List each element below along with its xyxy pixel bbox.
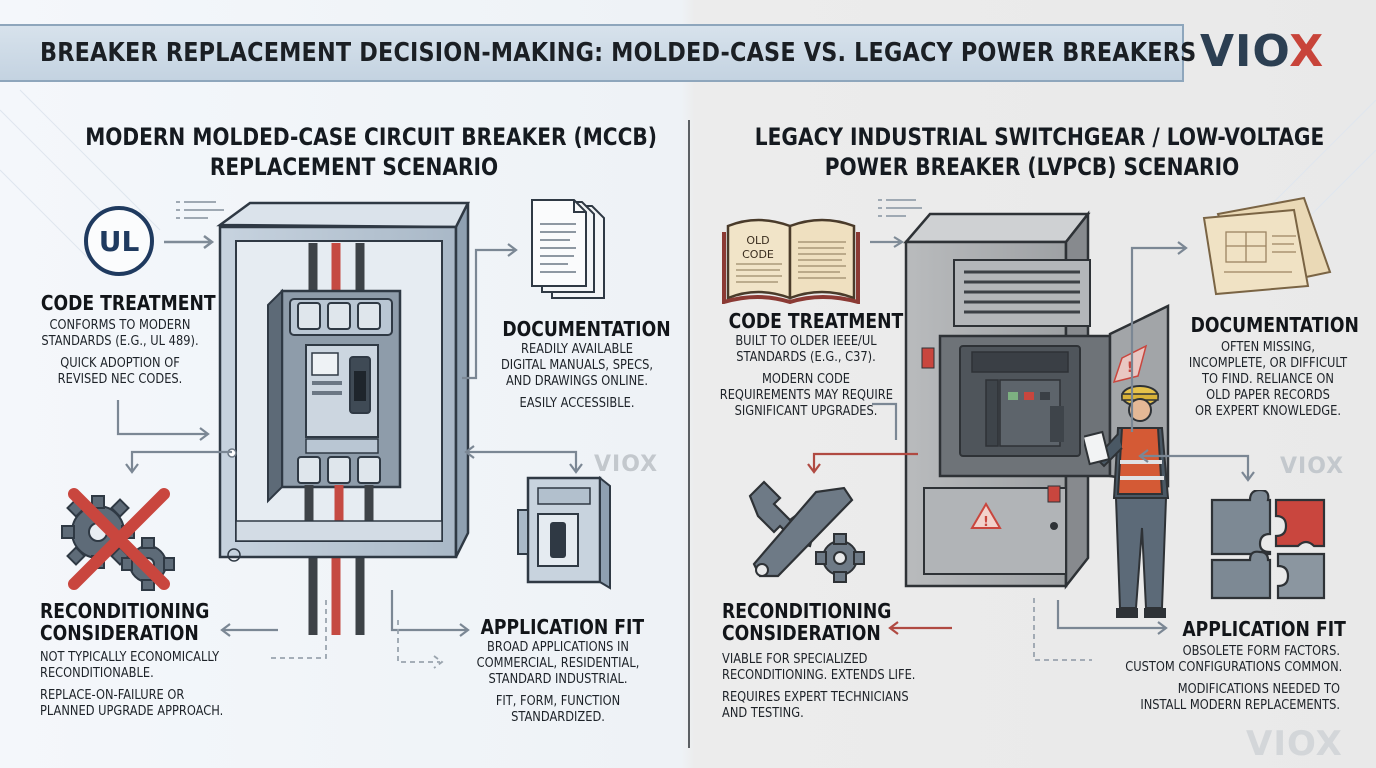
mini-breaker-icon — [517, 475, 611, 590]
left-code-line1: CONFORMS TO MODERN — [49, 318, 191, 333]
left-app-line5: STANDARDIZED. — [511, 710, 605, 725]
left-recon-text: NOT TYPICALLY ECONOMICALLY RECONDITIONAB… — [40, 650, 280, 720]
right-recon-heading-line2: CONSIDERATION — [722, 621, 881, 645]
right-docs-line5: OR EXPERT KNOWLEDGE. — [1194, 404, 1342, 419]
left-docs-line3: AND DRAWINGS ONLINE. — [505, 374, 649, 389]
right-section-title: LEGACY INDUSTRIAL SWITCHGEAR / LOW-VOLTA… — [754, 122, 1325, 182]
right-connector-arrows — [807, 241, 1255, 661]
left-app-line2: COMMERCIAL, RESIDENTIAL, — [476, 656, 640, 671]
left-app-text: BROAD APPLICATIONS IN COMMERCIAL, RESIDE… — [458, 640, 658, 726]
right-watermark: VIOX — [1280, 454, 1345, 479]
ul-mark-text: UL — [99, 225, 140, 258]
right-title-line2: POWER BREAKER (LVPCB) SCENARIO — [824, 153, 1240, 181]
wrench-gear-icon — [748, 480, 865, 583]
right-code-heading: CODE TREATMENT — [728, 309, 904, 333]
gears-crossed-icon — [61, 488, 175, 591]
document-stack-icon — [531, 199, 605, 299]
left-docs-line4: EASILY ACCESSIBLE. — [519, 396, 635, 411]
left-recon-heading-line1: RECONDITIONING — [40, 599, 210, 623]
left-app-line4: FIT, FORM, FUNCTION — [495, 694, 621, 709]
right-docs-text: OFTEN MISSING, INCOMPLETE, OR DIFFICULT … — [1162, 340, 1374, 420]
right-recon-line1: VIABLE FOR SPECIALIZED — [722, 652, 868, 667]
right-code-line1: BUILT TO OLDER IEEE/UL — [735, 334, 877, 349]
book-label-line1: OLD — [746, 234, 769, 247]
right-code-line3: MODERN CODE — [761, 372, 851, 387]
right-recon-line4: AND TESTING. — [722, 706, 804, 721]
left-connector-arrows — [116, 243, 583, 669]
book-label-line2: CODE — [742, 248, 774, 261]
right-docs-line3: TO FIND. RELIANCE ON — [1202, 372, 1334, 387]
doc-lines-icon — [176, 201, 224, 219]
left-docs-line1: READILY AVAILABLE — [521, 342, 633, 357]
left-title-line1: MODERN MOLDED-CASE CIRCUIT BREAKER (MCCB… — [85, 123, 657, 151]
left-code-text: CONFORMS TO MODERN STANDARDS (e.g., UL 4… — [20, 318, 220, 388]
left-recon-line1: NOT TYPICALLY ECONOMICALLY — [40, 650, 220, 665]
left-code-line2: STANDARDS (e.g., UL 489). — [41, 334, 199, 349]
page-title: BREAKER REPLACEMENT DECISION-MAKING: MOL… — [40, 38, 1197, 68]
left-code-line4: REVISED NEC CODES. — [57, 372, 183, 387]
left-watermark: VIOX — [594, 452, 659, 477]
logo-text: VIO — [1200, 26, 1290, 77]
right-code-line4: REQUIREMENTS MAY REQUIRE — [719, 388, 893, 403]
right-docs-line4: OLD PAPER RECORDS — [1206, 388, 1330, 403]
viox-logo: VIOX — [1200, 26, 1324, 77]
lower-warning-mark: ! — [983, 515, 989, 530]
book-arrow-icon — [870, 236, 905, 248]
puzzle-pieces-icon — [1210, 490, 1326, 600]
mccb-panel-illustration — [216, 201, 471, 635]
right-app-text: OBSOLETE FORM FACTORS. CUSTOM CONFIGURAT… — [1096, 644, 1343, 714]
ul-icon: UL — [84, 206, 154, 276]
technician-illustration — [1084, 385, 1170, 618]
left-app-line1: BROAD APPLICATIONS IN — [487, 640, 629, 655]
door-warning-mark: ! — [1127, 360, 1133, 376]
left-docs-line2: DIGITAL MANUALS, SPECS, — [500, 358, 653, 373]
left-recon-heading: RECONDITIONING CONSIDERATION — [40, 600, 240, 644]
left-docs-text: READILY AVAILABLE DIGITAL MANUALS, SPECS… — [482, 342, 672, 412]
right-recon-heading-line1: RECONDITIONING — [722, 599, 892, 623]
right-docs-line2: INCOMPLETE, OR DIFFICULT — [1188, 356, 1348, 371]
left-docs-heading: DOCUMENTATION — [502, 317, 671, 341]
old-code-book-icon: OLD CODE — [722, 218, 860, 304]
right-code-line2: STANDARDS (e.g., C37). — [736, 350, 876, 365]
corner-watermark: VIOX — [1246, 724, 1343, 764]
right-code-text: BUILT TO OLDER IEEE/UL STANDARDS (e.g., … — [708, 334, 904, 420]
right-app-line2: CUSTOM CONFIGURATIONS COMMON. — [1125, 660, 1343, 675]
left-recon-line4: PLANNED UPGRADE APPROACH. — [40, 704, 224, 719]
right-code-line5: SIGNIFICANT UPGRADES. — [734, 404, 878, 419]
right-app-line1: OBSOLETE FORM FACTORS. — [1182, 644, 1340, 659]
paper-records-icon — [1202, 196, 1332, 296]
left-recon-line3: REPLACE-ON-FAILURE OR — [40, 688, 185, 703]
right-app-line4: INSTALL MODERN REPLACEMENTS. — [1140, 698, 1340, 713]
right-recon-text: VIABLE FOR SPECIALIZED RECONDITIONING. E… — [722, 652, 982, 722]
switchgear-illustration: ! ! — [903, 210, 1170, 590]
left-recon-heading-line2: CONSIDERATION — [40, 621, 199, 645]
logo-x: X — [1289, 26, 1325, 77]
left-app-heading: APPLICATION FIT — [480, 615, 645, 639]
title-banner: BREAKER REPLACEMENT DECISION-MAKING: MOL… — [0, 24, 1196, 82]
center-divider — [688, 120, 690, 748]
right-recon-line2: RECONDITIONING. EXTENDS LIFE. — [722, 668, 916, 683]
left-title-line2: REPLACEMENT SCENARIO — [209, 153, 499, 181]
left-app-line3: STANDARD INDUSTRIAL. — [488, 672, 628, 687]
right-title-line1: LEGACY INDUSTRIAL SWITCHGEAR / LOW-VOLTA… — [754, 123, 1325, 151]
right-recon-heading: RECONDITIONING CONSIDERATION — [722, 600, 922, 644]
left-code-heading: CODE TREATMENT — [40, 291, 216, 315]
right-app-line3: MODIFICATIONS NEEDED TO — [1177, 682, 1340, 697]
right-doc-lines-icon — [878, 199, 922, 217]
left-code-line3: QUICK ADOPTION OF — [60, 356, 180, 371]
right-docs-heading: DOCUMENTATION — [1190, 313, 1359, 337]
right-app-heading: APPLICATION FIT — [1182, 617, 1346, 641]
ul-arrow-icon — [164, 235, 215, 249]
left-section-title: MODERN MOLDED-CASE CIRCUIT BREAKER (MCCB… — [85, 122, 657, 182]
left-recon-line2: RECONDITIONABLE. — [40, 666, 154, 681]
right-docs-line1: OFTEN MISSING, — [1221, 340, 1315, 355]
right-recon-line3: REQUIRES EXPERT TECHNICIANS — [722, 690, 909, 705]
